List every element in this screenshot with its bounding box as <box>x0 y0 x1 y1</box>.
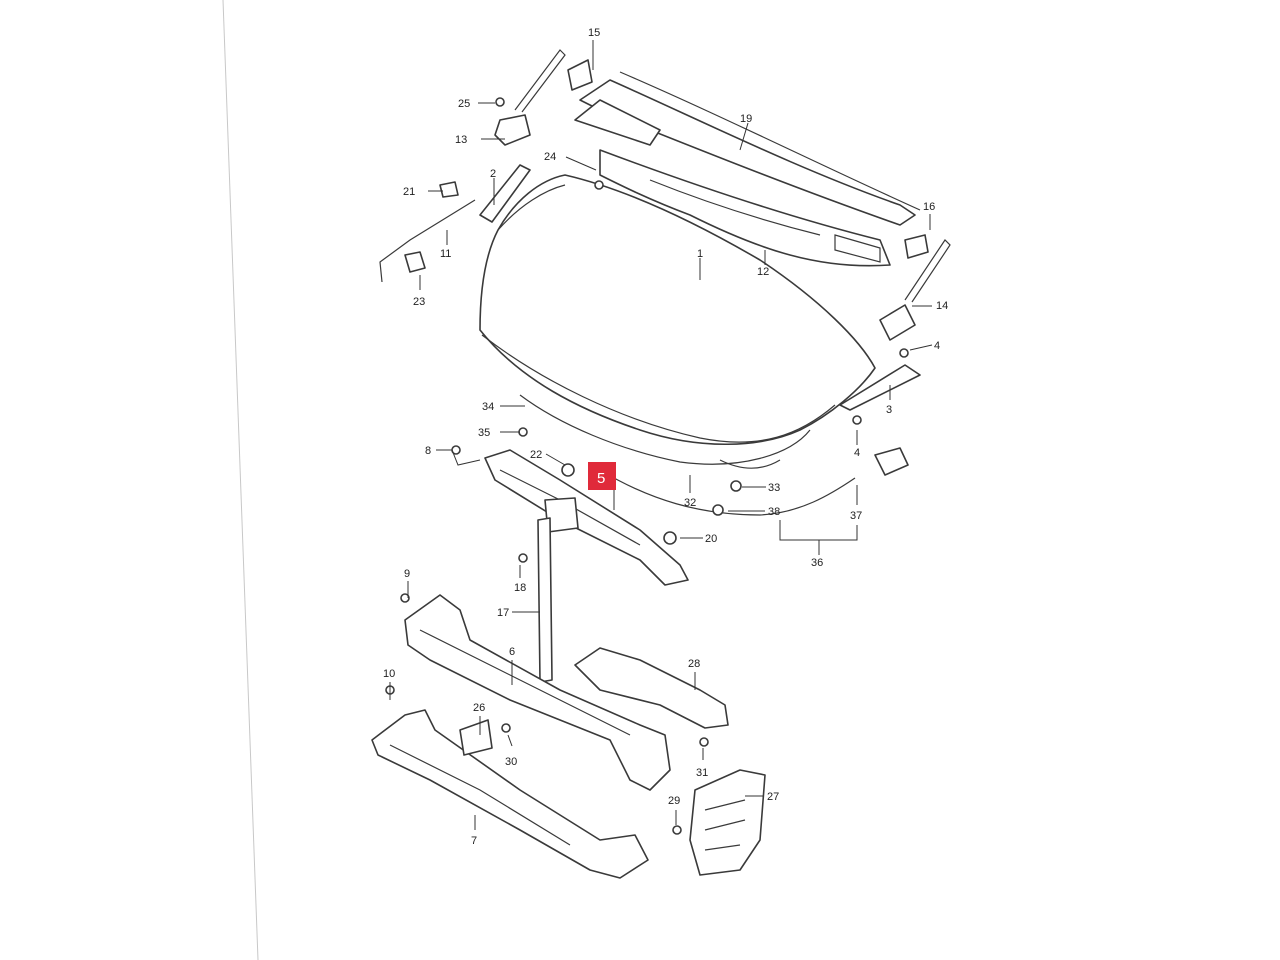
callout-35: 35 <box>478 427 490 439</box>
callout-23: 23 <box>413 296 425 308</box>
bracket-3-part <box>839 364 921 411</box>
lower-absorber-part <box>371 709 649 879</box>
callout-21: 21 <box>403 186 415 198</box>
callout-10: 10 <box>383 668 395 680</box>
bracket-15-part <box>567 59 593 91</box>
callout-14: 14 <box>936 300 948 312</box>
callout-labels: 15 25 19 13 24 2 21 16 11 1 12 23 14 4 3… <box>383 27 948 847</box>
callout-20: 20 <box>705 533 717 545</box>
callout-37: 37 <box>850 510 862 522</box>
cowl-top-panel-part <box>574 71 921 226</box>
callout-3: 3 <box>886 404 892 416</box>
callout-32: 32 <box>684 497 696 509</box>
bracket-2-part <box>479 164 531 223</box>
callout-18: 18 <box>514 582 526 594</box>
callout-17: 17 <box>497 607 509 619</box>
vertical-support-part <box>537 517 553 683</box>
fasteners <box>385 97 909 835</box>
callout-28: 28 <box>688 658 700 670</box>
hood-stay-rod-part <box>379 181 476 283</box>
callout-33: 33 <box>768 482 780 494</box>
hood-part <box>479 174 876 469</box>
hood-release-cable-part <box>599 447 909 516</box>
page-margin-line <box>222 0 259 960</box>
bumper-reinforcement-part <box>404 594 671 791</box>
callout-1: 1 <box>697 248 703 260</box>
callout-29: 29 <box>668 795 680 807</box>
callout-34: 34 <box>482 401 494 413</box>
callout-30: 30 <box>505 756 517 768</box>
callout-19: 19 <box>740 113 752 125</box>
callout-27: 27 <box>767 791 779 803</box>
callout-4a: 4 <box>934 340 940 352</box>
callout-8: 8 <box>425 445 431 457</box>
cowl-lower-panel-part <box>599 149 891 267</box>
hood-hinge-left-part <box>494 49 566 146</box>
bracket-16-part <box>904 234 929 259</box>
callout-16: 16 <box>923 201 935 213</box>
callout-2: 2 <box>490 168 496 180</box>
callout-13: 13 <box>455 134 467 146</box>
callout-6: 6 <box>509 646 515 658</box>
callout-31: 31 <box>696 767 708 779</box>
callout-24: 24 <box>544 151 556 163</box>
callout-7: 7 <box>471 835 477 847</box>
air-guide-part <box>574 647 729 729</box>
highlight-box <box>588 462 616 490</box>
highlighted-part-number: 5 <box>597 470 605 487</box>
callout-38: 38 <box>768 506 780 518</box>
side-shield-part <box>689 769 766 876</box>
callout-11: 11 <box>440 248 451 260</box>
hood-hinge-right-part <box>879 239 951 341</box>
callout-15: 15 <box>588 27 600 39</box>
callout-4b: 4 <box>854 447 860 459</box>
callout-12: 12 <box>757 266 769 278</box>
hood-lock-support-part <box>484 449 689 586</box>
callout-9: 9 <box>404 568 410 580</box>
callout-26: 26 <box>473 702 485 714</box>
callout-36: 36 <box>811 557 823 569</box>
callout-22: 22 <box>530 449 542 461</box>
leader-lines <box>389 40 933 830</box>
highlighted-part-callout[interactable]: 5 <box>588 462 616 490</box>
callout-25: 25 <box>458 98 470 110</box>
